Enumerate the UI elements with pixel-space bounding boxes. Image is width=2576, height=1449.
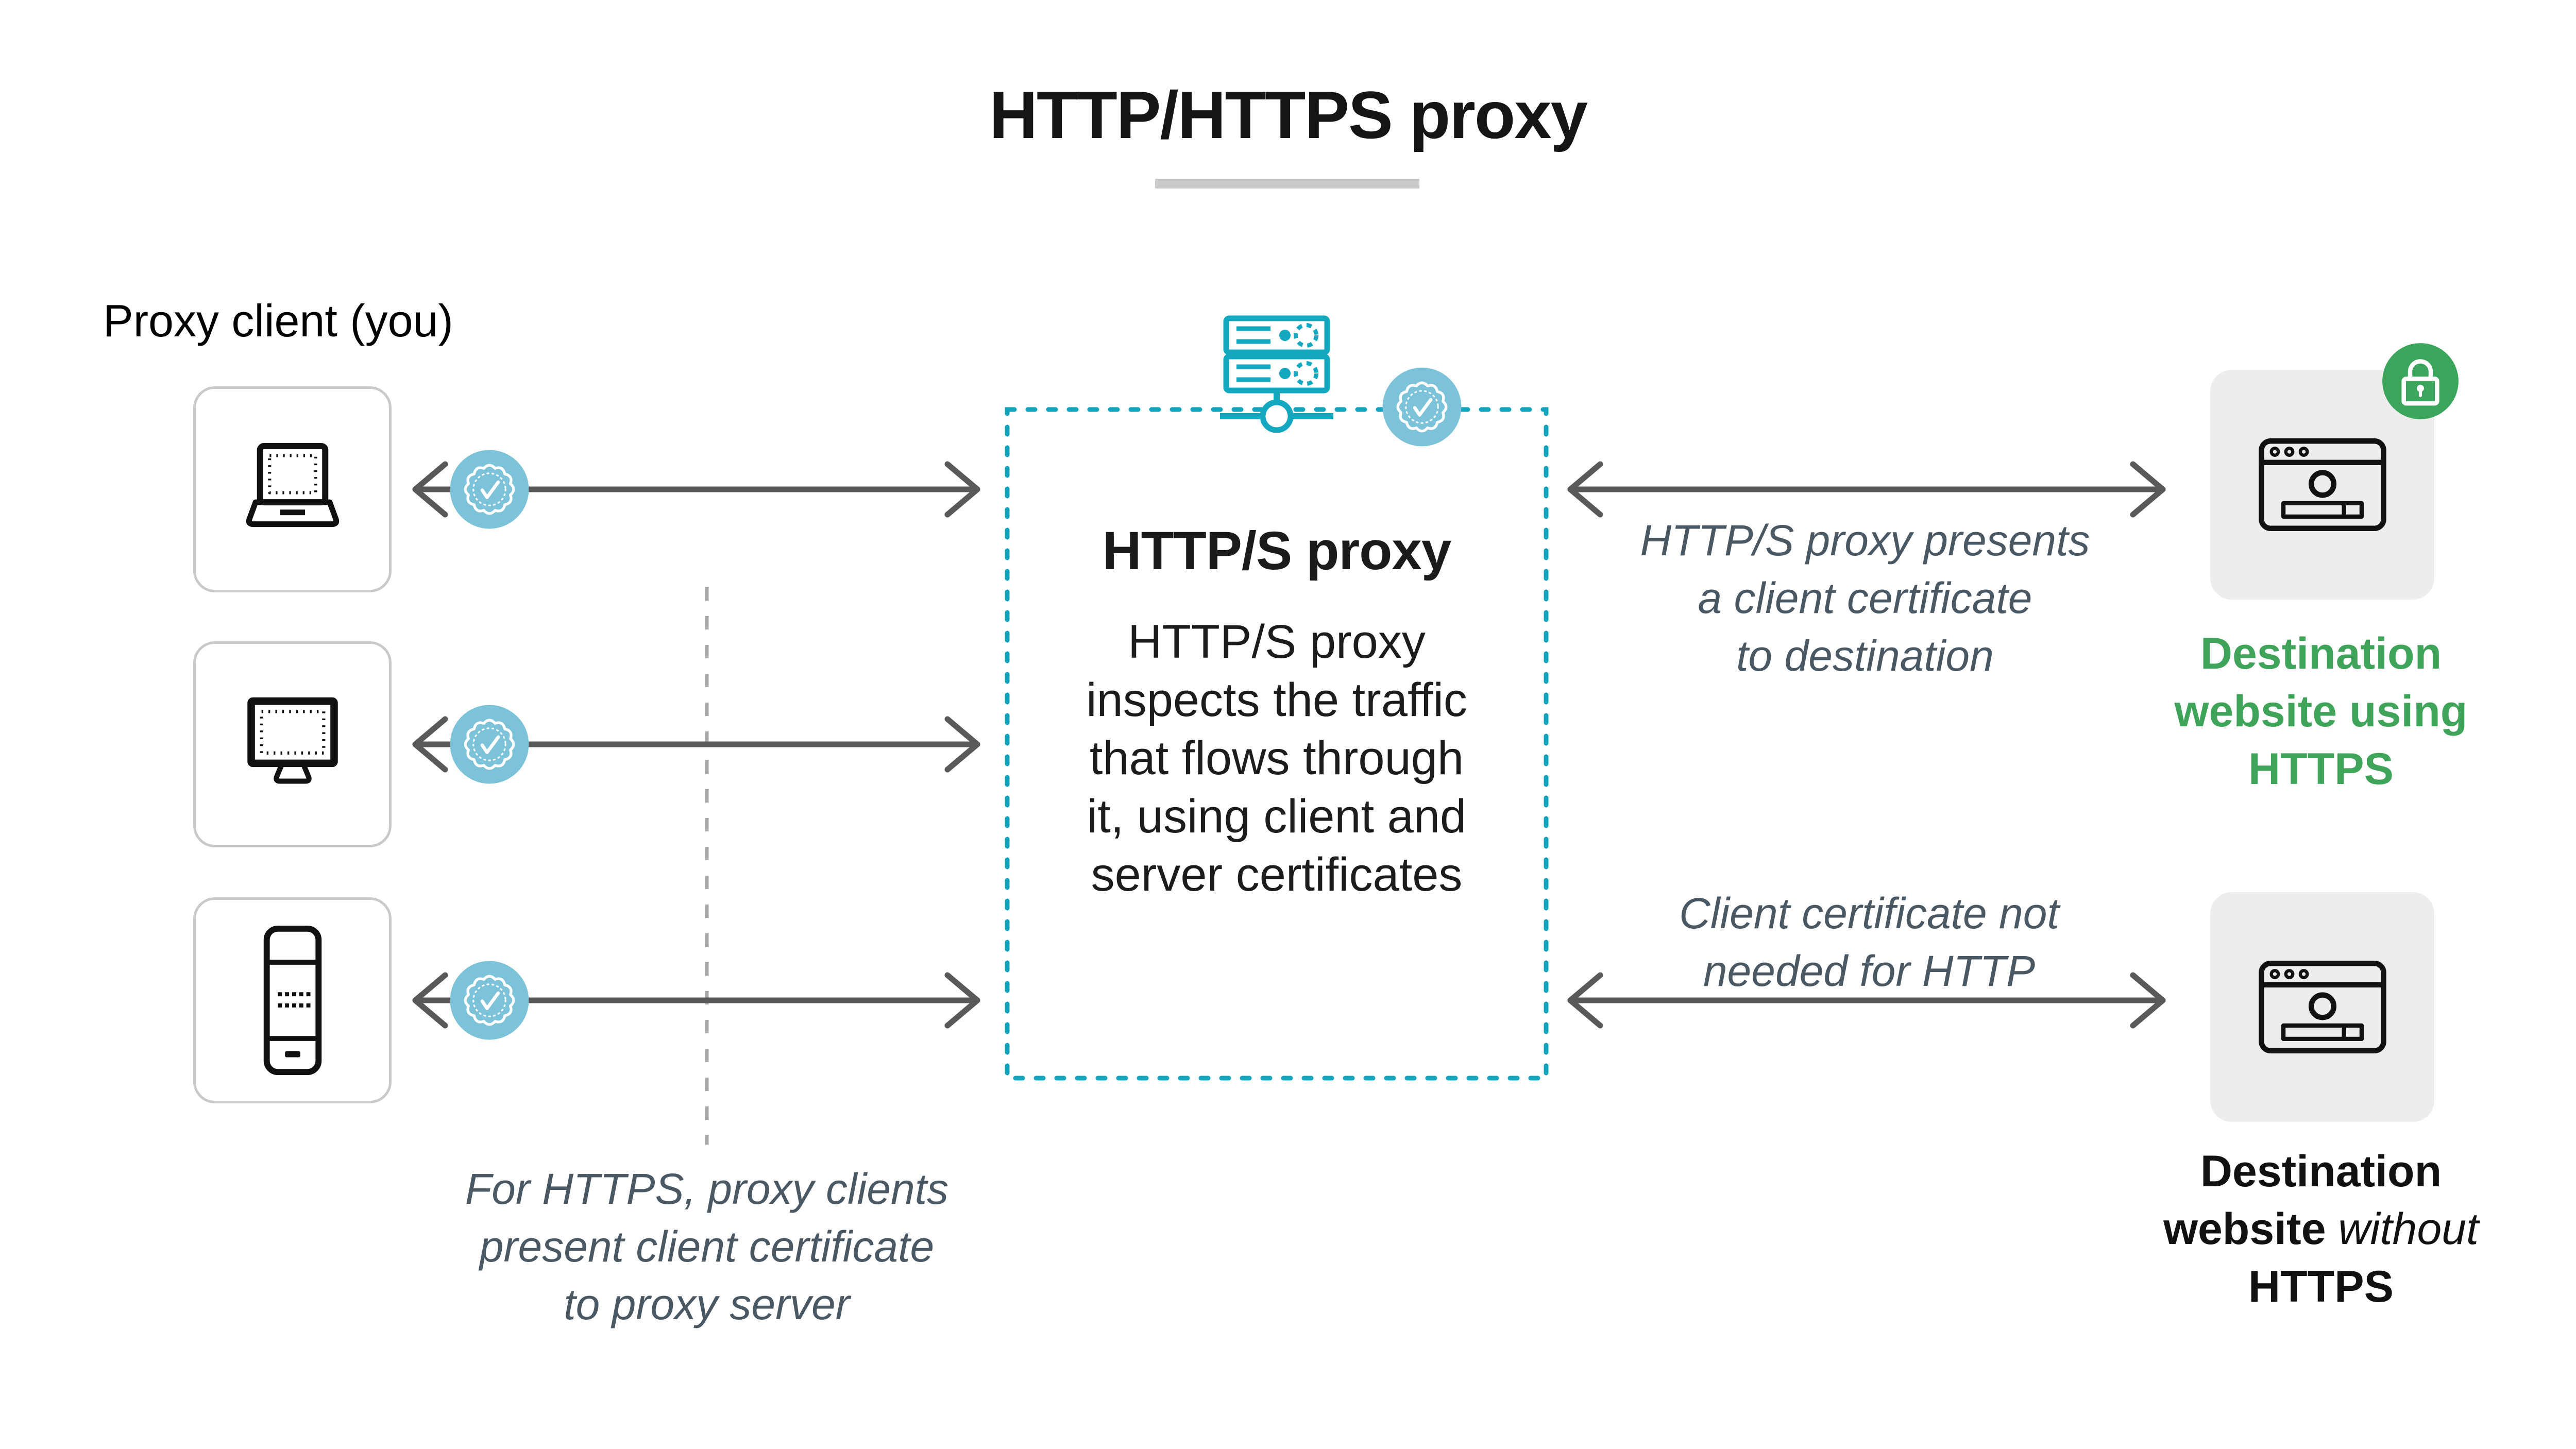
without-emphasis: without (2338, 1204, 2479, 1254)
certificate-seal-check-icon (450, 705, 529, 784)
mobile-phone-icon (263, 925, 321, 1076)
client-box-mobile (193, 897, 392, 1103)
client-box-laptop (193, 386, 392, 592)
certificate-seal-check-icon (450, 450, 529, 529)
proxy-description: HTTP/S proxy inspects the traffic that f… (1086, 616, 1467, 901)
browser-window-icon (2258, 438, 2386, 531)
client-certificate-annotation: For HTTPS, proxy clients present client … (465, 1165, 949, 1328)
client-box-desktop (193, 641, 392, 847)
proxy-box (1005, 407, 1549, 1081)
page-title: HTTP/HTTPS proxy (989, 77, 1588, 152)
title-underline (1155, 179, 1419, 189)
browser-window-icon (2258, 961, 2386, 1053)
arrow-desktop-proxy (412, 716, 980, 773)
certificate-seal-check-icon (1382, 367, 1462, 447)
proxy-heading: HTTP/S proxy (1102, 521, 1451, 581)
laptop-icon (246, 443, 339, 527)
arrow-proxy-https-destination (1567, 461, 2166, 518)
proxy-client-label: Proxy client (you) (103, 295, 453, 346)
http-flow-annotation: Client certificate not needed for HTTP (1679, 889, 2059, 995)
destination-http-label: Destination website without HTTPS (2163, 1147, 2479, 1311)
proxy-server-icon (1220, 315, 1333, 433)
destination-https-label: Destination website using HTTPS (2174, 629, 2468, 794)
https-flow-annotation: HTTP/S proxy presents a client certifica… (1640, 516, 2090, 680)
lock-icon (2382, 343, 2459, 419)
arrow-proxy-http-destination (1567, 972, 2166, 1029)
desktop-monitor-icon (247, 697, 338, 784)
certificate-seal-check-icon (450, 961, 529, 1040)
destination-http-box (2210, 892, 2434, 1122)
